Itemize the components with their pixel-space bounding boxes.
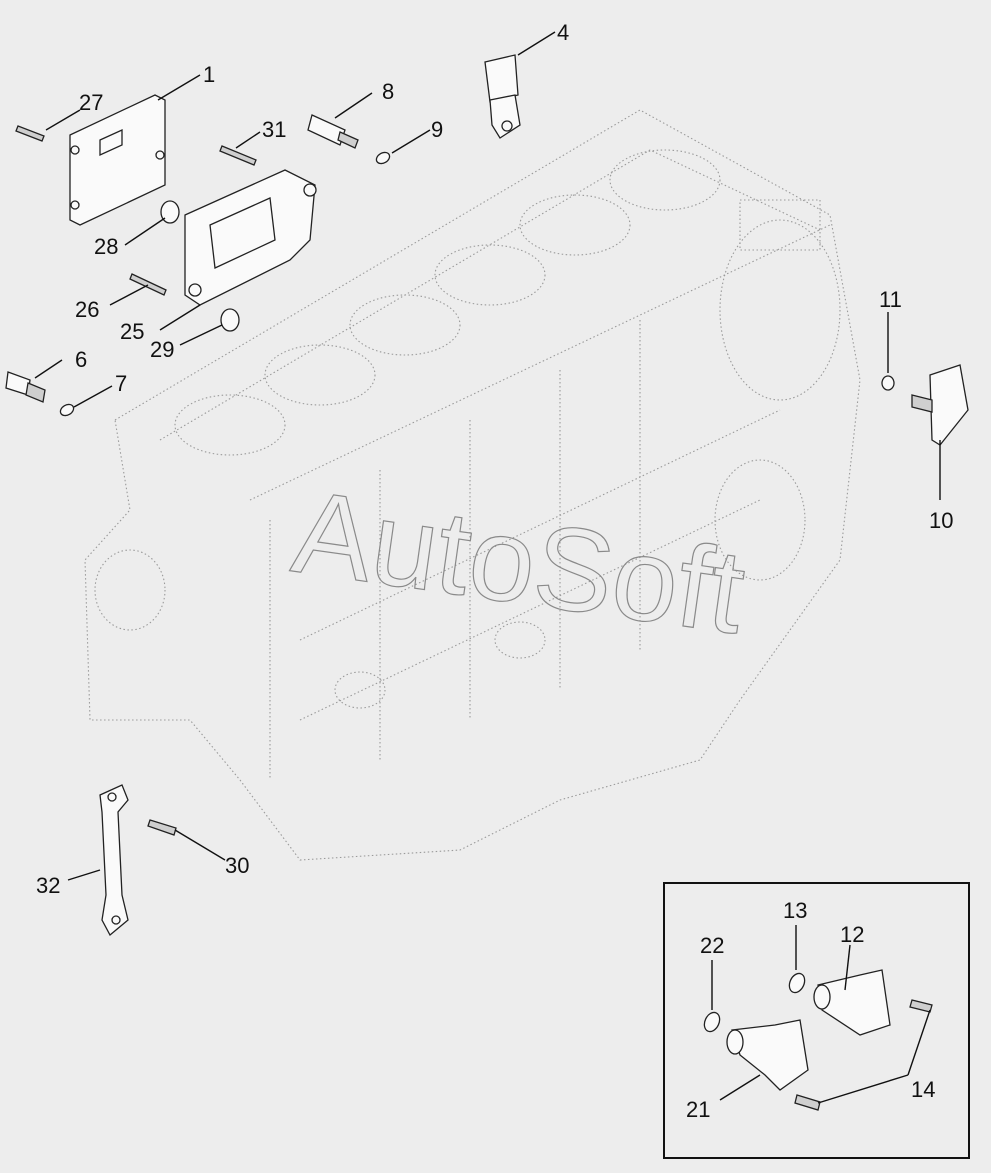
engine-block-outline bbox=[84, 109, 861, 861]
part-31-stud bbox=[219, 145, 257, 166]
part-25-bracket bbox=[184, 169, 317, 306]
part-22-o-ring bbox=[703, 1011, 721, 1033]
part-26-stud bbox=[129, 273, 167, 296]
part-7-o-ring bbox=[59, 403, 75, 417]
callout-27: 27 bbox=[79, 90, 103, 115]
callout-32: 32 bbox=[36, 873, 60, 898]
part-14-screws bbox=[794, 999, 933, 1111]
callout-28: 28 bbox=[94, 234, 118, 259]
inset-detail-frame bbox=[663, 882, 970, 1159]
watermark-text: AutoSoft bbox=[286, 466, 753, 660]
part-28-spacer bbox=[160, 200, 180, 224]
part-30-bolt bbox=[147, 819, 177, 836]
callout-1: 1 bbox=[203, 62, 215, 87]
callout-9: 9 bbox=[431, 117, 443, 142]
callout-13: 13 bbox=[783, 898, 807, 923]
callout-10: 10 bbox=[929, 508, 953, 533]
callout-30: 30 bbox=[225, 853, 249, 878]
part-6-sensor bbox=[5, 371, 46, 403]
callout-6: 6 bbox=[75, 347, 87, 372]
leader-lines bbox=[34, 31, 941, 1104]
part-4-sensor bbox=[484, 54, 521, 139]
callout-22: 22 bbox=[700, 933, 724, 958]
callout-8: 8 bbox=[382, 79, 394, 104]
callout-11: 11 bbox=[879, 287, 902, 312]
part-29-spacer bbox=[220, 308, 240, 332]
part-21-speed-sensor bbox=[726, 1019, 809, 1091]
callout-25: 25 bbox=[120, 319, 144, 344]
part-8-sensor bbox=[307, 114, 359, 149]
callout-4: 4 bbox=[557, 20, 569, 45]
part-12-speed-sensor bbox=[813, 969, 891, 1036]
callout-31: 31 bbox=[262, 117, 286, 142]
part-9-o-ring bbox=[375, 151, 391, 165]
callout-7: 7 bbox=[115, 371, 127, 396]
callout-26: 26 bbox=[75, 297, 99, 322]
part-13-o-ring bbox=[788, 972, 806, 994]
part-11-o-ring bbox=[881, 375, 895, 391]
part-1-ecu-module bbox=[69, 94, 166, 226]
callout-21: 21 bbox=[686, 1097, 710, 1122]
callout-14: 14 bbox=[911, 1077, 935, 1102]
part-10-sensor bbox=[911, 364, 969, 446]
part-27-bolt bbox=[15, 125, 45, 142]
callout-labels: 1 4 6 7 8 9 10 11 12 13 14 21 22 25 26 2… bbox=[36, 20, 953, 1122]
callout-29: 29 bbox=[150, 337, 174, 362]
part-32-strap bbox=[99, 784, 129, 937]
callout-12: 12 bbox=[840, 922, 864, 947]
